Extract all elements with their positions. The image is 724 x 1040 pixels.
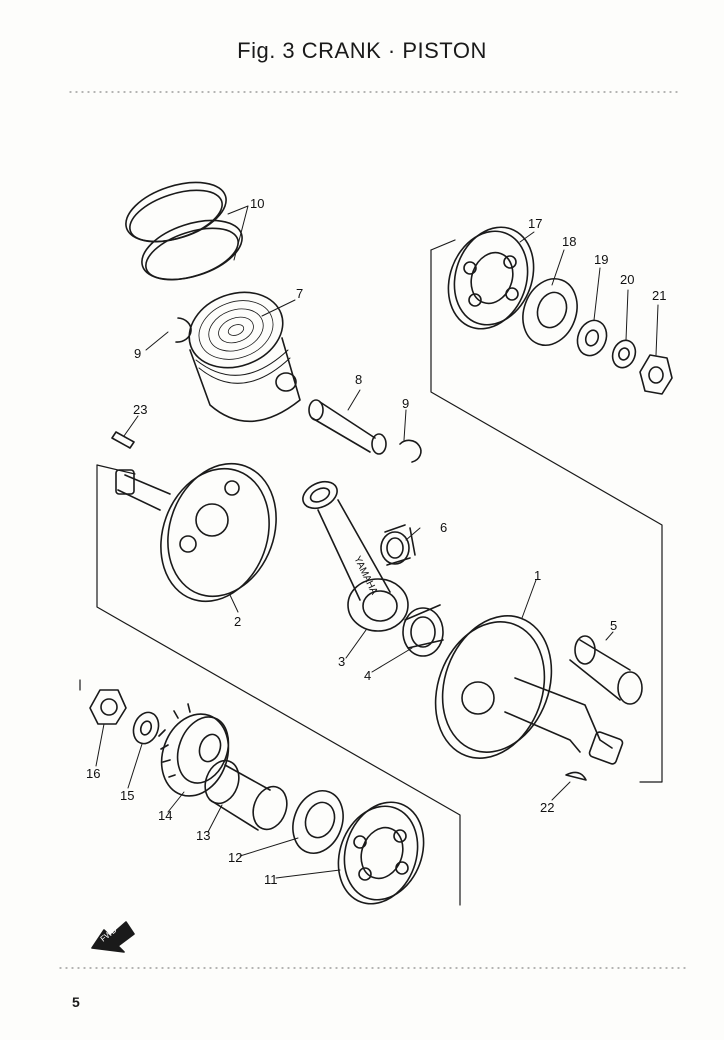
callout-9-left: 9	[134, 346, 141, 361]
callout-8: 8	[355, 372, 362, 387]
lock-washer-20	[611, 339, 637, 369]
callout-10: 10	[250, 196, 264, 211]
callout-labels: 10 7 9 8 9 23 6 2 3 4 17 18 19 20 21 1 5…	[86, 196, 666, 887]
washer-19	[576, 319, 608, 357]
crank-nut-left	[89, 689, 127, 725]
woodruff-key	[111, 431, 135, 449]
circlip-left	[175, 317, 192, 343]
lock-washer-15	[132, 711, 160, 745]
crank-spacer	[569, 635, 643, 705]
forward-direction-arrow: FWD	[91, 921, 135, 953]
callout-15: 15	[120, 788, 134, 803]
callout-19: 19	[594, 252, 608, 267]
big-end-bearing	[402, 604, 444, 657]
callout-20: 20	[620, 272, 634, 287]
figure-title: Fig. 3 CRANK · PISTON	[237, 38, 487, 63]
callout-2: 2	[234, 614, 241, 629]
callout-7: 7	[296, 286, 303, 301]
callout-23: 23	[133, 402, 147, 417]
callout-16: 16	[86, 766, 100, 781]
callout-11: 11	[264, 872, 278, 887]
page-number: 5	[72, 994, 80, 1010]
oil-seal-right	[522, 278, 578, 346]
connecting-rod: YAMAHA	[302, 480, 409, 632]
right-group-outline-top	[430, 239, 456, 251]
crank-key	[565, 771, 587, 781]
piston-pin	[308, 399, 387, 455]
callout-5: 5	[610, 618, 617, 633]
leader-lines	[95, 205, 659, 879]
spacer-13	[204, 759, 288, 831]
circlip-right	[399, 439, 422, 463]
callout-12: 12	[228, 850, 242, 865]
callout-13: 13	[196, 828, 210, 843]
piston	[188, 291, 301, 423]
primary-drive-gear	[158, 703, 230, 797]
callout-6: 6	[440, 520, 447, 535]
left-group-outline	[96, 464, 461, 906]
callout-21: 21	[652, 288, 666, 303]
callout-3: 3	[338, 654, 345, 669]
small-end-bearing	[380, 524, 416, 566]
crank-wheel-left	[115, 462, 277, 603]
callout-18: 18	[562, 234, 576, 249]
callout-4: 4	[364, 668, 371, 683]
oil-seal-left	[292, 790, 344, 854]
callout-1: 1	[534, 568, 541, 583]
right-group-outline	[430, 249, 663, 783]
callout-14: 14	[158, 808, 172, 823]
main-bearing-left	[337, 801, 425, 905]
left-group-outline-top	[96, 464, 136, 475]
crank-wheel-right	[434, 615, 624, 765]
callout-17: 17	[528, 216, 542, 231]
main-bearing-right	[447, 226, 535, 330]
piston-rings	[125, 181, 243, 281]
callout-22: 22	[540, 800, 554, 815]
callout-9-right: 9	[402, 396, 409, 411]
crank-nut-right	[639, 354, 673, 395]
